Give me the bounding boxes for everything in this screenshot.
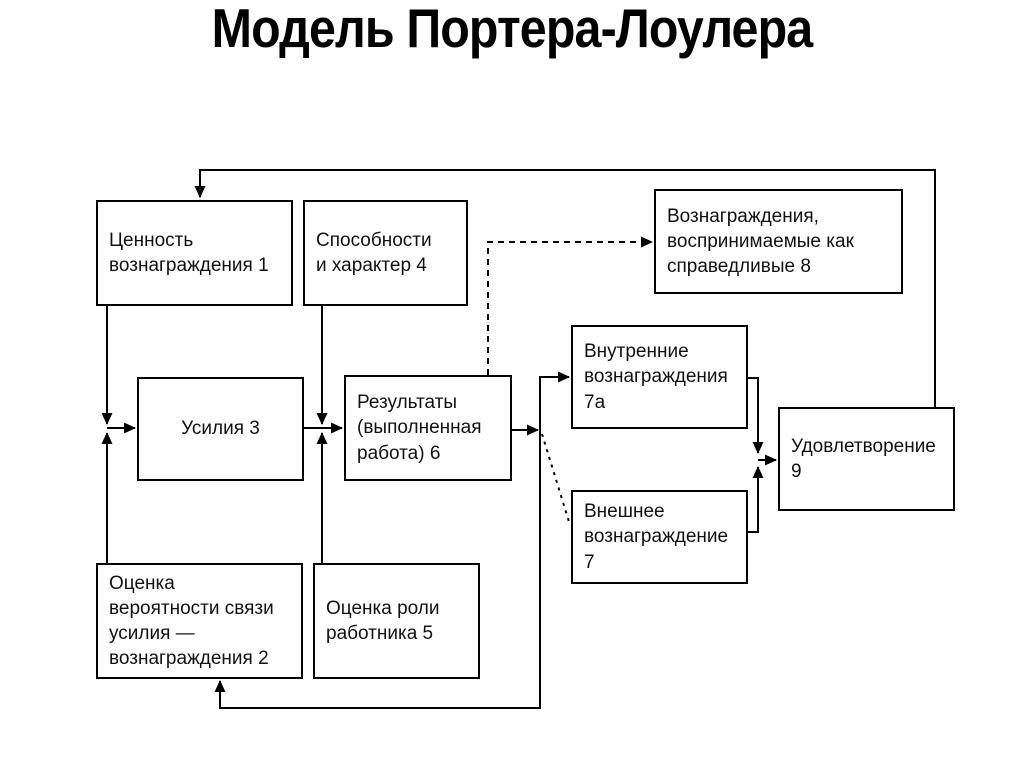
edge-external-to-satisfaction-junction xyxy=(748,466,764,533)
node-probability-estimate-label: Оценка вероятности связи усилия — вознаг… xyxy=(109,572,274,670)
node-probability-estimate: Оценка вероятности связи усилия — вознаг… xyxy=(96,563,303,679)
edge-internal-to-satisfaction-junction xyxy=(748,377,764,454)
node-value-of-reward: Ценность вознаграждения 1 xyxy=(96,200,293,306)
node-external-rewards-label: Внешнее вознаграждение 7 xyxy=(584,501,729,573)
node-fair-rewards: Вознаграждения, воспринимаемые как справ… xyxy=(654,189,903,294)
node-role-estimate-label: Оценка роли работника 5 xyxy=(326,597,440,644)
node-satisfaction-label: Удовлетворение 9 xyxy=(791,435,936,482)
diagram-title: Модель Портера-Лоулера xyxy=(211,0,814,59)
edge-split-to-internal xyxy=(539,371,570,430)
node-effort-label: Усилия 3 xyxy=(181,418,260,440)
node-abilities-label: Способности и характер 4 xyxy=(316,229,432,276)
node-external-rewards: Внешнее вознаграждение 7 xyxy=(571,490,748,584)
node-internal-rewards: Внутренние вознаграждения 7а xyxy=(571,325,748,429)
node-satisfaction: Удовлетворение 9 xyxy=(778,407,955,511)
edge-split-to-external-dashed xyxy=(541,433,571,526)
edge-results-to-fair-rewards-dashed xyxy=(487,236,653,375)
node-fair-rewards-label: Вознаграждения, воспринимаемые как справ… xyxy=(667,205,854,278)
node-abilities: Способности и характер 4 xyxy=(303,200,468,306)
node-role-estimate: Оценка роли работника 5 xyxy=(313,563,480,679)
edge-split-feedback-to-probability xyxy=(214,430,541,709)
node-value-of-reward-label: Ценность вознаграждения 1 xyxy=(109,229,269,276)
edge-satisfaction-feedback-to-value xyxy=(194,169,936,407)
node-effort: Усилия 3 xyxy=(137,377,304,481)
node-results: Результаты (выполненная работа) 6 xyxy=(344,375,512,481)
node-results-label: Результаты (выполненная работа) 6 xyxy=(357,392,482,464)
node-internal-rewards-label: Внутренние вознаграждения 7а xyxy=(584,341,728,413)
